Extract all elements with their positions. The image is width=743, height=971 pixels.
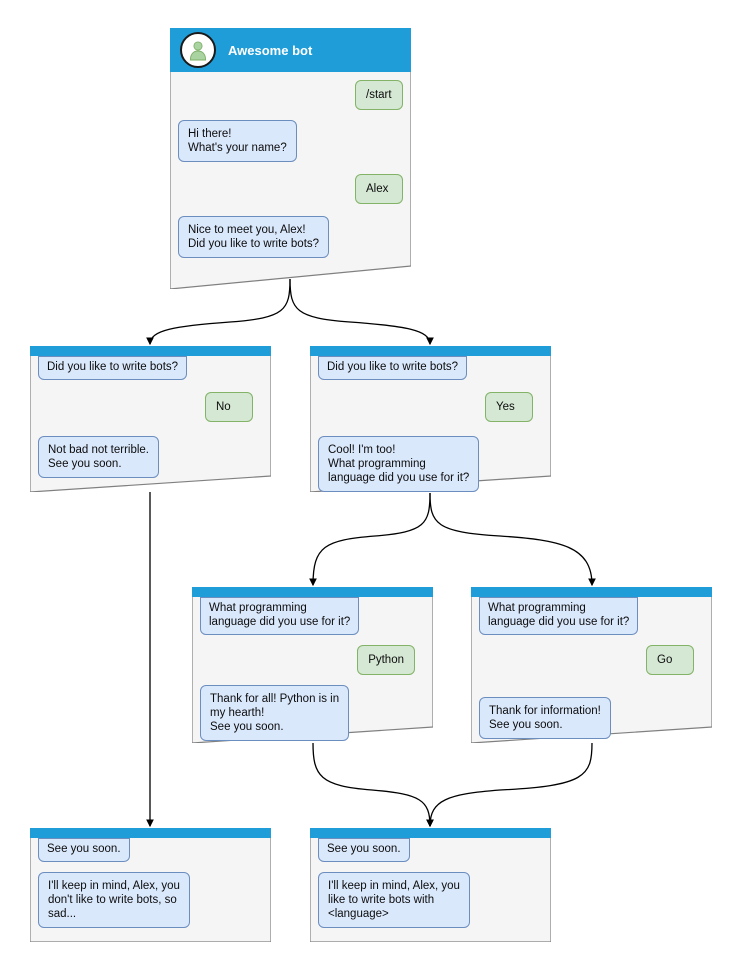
- message-row: What programming language did you use fo…: [479, 597, 704, 635]
- node-header-bar: [471, 587, 712, 597]
- message-row: What programming language did you use fo…: [200, 597, 425, 635]
- node-root[interactable]: Awesome bot /start Hi there! What's your…: [170, 28, 411, 289]
- node-header-bar: [310, 828, 551, 838]
- bot-bubble[interactable]: Did you like to write bots?: [318, 356, 468, 380]
- node-no-branch-chat: Did you like to write bots? No Not bad n…: [30, 356, 271, 488]
- user-bubble[interactable]: Go: [646, 645, 694, 675]
- user-bubble[interactable]: Yes: [485, 392, 533, 422]
- bot-bubble[interactable]: Nice to meet you, Alex! Did you like to …: [178, 216, 330, 258]
- bot-bubble[interactable]: Did you like to write bots?: [38, 356, 188, 380]
- message-row: I'll keep in mind, Alex, you don't like …: [38, 872, 263, 928]
- node-go-branch-chat: What programming language did you use fo…: [471, 597, 712, 743]
- bot-bubble[interactable]: What programming language did you use fo…: [200, 597, 360, 635]
- bot-bubble[interactable]: I'll keep in mind, Alex, you don't like …: [38, 872, 190, 928]
- message-row: Hi there! What's your name?: [178, 120, 403, 162]
- node-go-branch[interactable]: What programming language did you use fo…: [471, 587, 712, 743]
- edge-yes-to-python: [309, 492, 431, 587]
- message-row: Go: [479, 645, 704, 675]
- message-row: /start: [178, 80, 403, 110]
- person-avatar-icon: [180, 32, 216, 68]
- user-bubble[interactable]: Python: [357, 645, 415, 675]
- message-row: Not bad not terrible. See you soon.: [38, 436, 263, 478]
- message-row: Thank for information! See you soon.: [479, 697, 704, 739]
- bot-bubble[interactable]: I'll keep in mind, Alex, you like to wri…: [318, 872, 470, 928]
- message-row: Alex: [178, 174, 403, 204]
- node-yes-branch[interactable]: Did you like to write bots? Yes Cool! I'…: [310, 346, 551, 492]
- node-header-bar: [30, 828, 271, 838]
- edge-yes-to-go: [429, 492, 596, 587]
- node-end-sad-chat: See you soon. I'll keep in mind, Alex, y…: [30, 838, 271, 938]
- user-bubble[interactable]: No: [205, 392, 253, 422]
- message-row: Did you like to write bots?: [38, 356, 263, 380]
- node-header-bar: [192, 587, 433, 597]
- message-row: Thank for all! Python is in my hearth! S…: [200, 685, 425, 741]
- node-python-branch[interactable]: What programming language did you use fo…: [192, 587, 433, 743]
- bot-bubble[interactable]: Thank for all! Python is in my hearth! S…: [200, 685, 350, 741]
- message-row: Python: [200, 645, 425, 675]
- message-row: Yes: [318, 392, 543, 422]
- node-yes-branch-chat: Did you like to write bots? Yes Cool! I'…: [310, 356, 551, 492]
- node-end-happy[interactable]: See you soon. I'll keep in mind, Alex, y…: [310, 828, 551, 942]
- bot-bubble[interactable]: Hi there! What's your name?: [178, 120, 297, 162]
- message-row: See you soon.: [38, 838, 263, 862]
- bot-title: Awesome bot: [228, 42, 313, 58]
- message-row: See you soon.: [318, 838, 543, 862]
- bot-bubble[interactable]: Cool! I'm too! What programming language…: [318, 436, 480, 492]
- user-bubble[interactable]: /start: [355, 80, 403, 110]
- node-end-sad[interactable]: See you soon. I'll keep in mind, Alex, y…: [30, 828, 271, 942]
- bot-bubble[interactable]: See you soon.: [38, 838, 130, 862]
- edge-go-to-end-happy: [426, 742, 593, 828]
- node-header-bar: [30, 346, 271, 356]
- node-no-branch[interactable]: Did you like to write bots? No Not bad n…: [30, 346, 271, 492]
- bot-bubble[interactable]: Not bad not terrible. See you soon.: [38, 436, 160, 478]
- bot-bubble[interactable]: See you soon.: [318, 838, 410, 862]
- edge-python-to-end-happy: [312, 742, 434, 828]
- message-row: No: [38, 392, 263, 422]
- bot-bubble[interactable]: What programming language did you use fo…: [479, 597, 639, 635]
- bot-bubble[interactable]: Thank for information! See you soon.: [479, 697, 611, 739]
- node-root-chat: /start Hi there! What's your name? Alex …: [170, 80, 411, 268]
- message-row: I'll keep in mind, Alex, you like to wri…: [318, 872, 543, 928]
- node-header-bar: [310, 346, 551, 356]
- message-row: Cool! I'm too! What programming language…: [318, 436, 543, 492]
- node-python-branch-chat: What programming language did you use fo…: [192, 597, 433, 743]
- user-bubble[interactable]: Alex: [355, 174, 403, 204]
- node-root-header: Awesome bot: [170, 28, 411, 72]
- message-row: Nice to meet you, Alex! Did you like to …: [178, 216, 403, 258]
- message-row: Did you like to write bots?: [318, 356, 543, 380]
- node-end-happy-chat: See you soon. I'll keep in mind, Alex, y…: [310, 838, 551, 938]
